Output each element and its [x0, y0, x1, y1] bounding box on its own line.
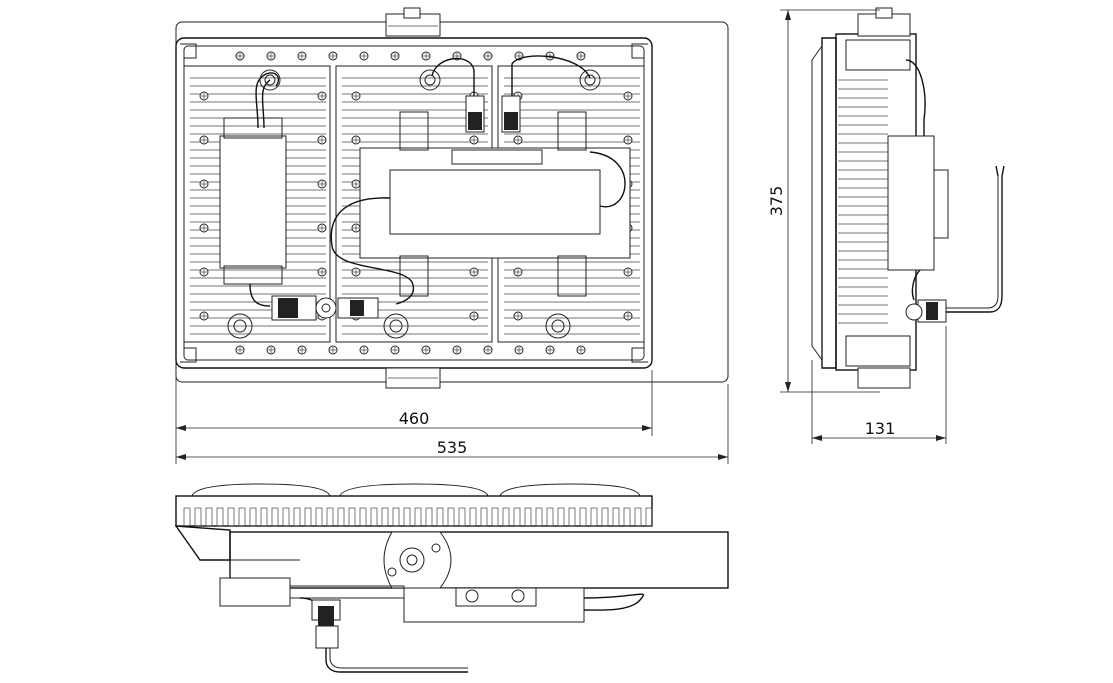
screw-array [199, 51, 633, 355]
driver-box-left [219, 135, 287, 269]
bottom-fin-strip [175, 495, 653, 527]
cable-left-top [255, 72, 280, 129]
side-fins [838, 79, 888, 324]
connector-mid [315, 297, 337, 319]
driver-box-center [389, 169, 601, 235]
cable-right-top [511, 55, 591, 96]
bottom-cable-out [325, 648, 468, 673]
cable-center-top [431, 57, 475, 96]
lens-dome-right [499, 483, 641, 497]
side-cable-top [905, 59, 926, 136]
bottom-driver-left [219, 577, 291, 607]
bottom-cable-right [583, 593, 645, 611]
dim-label-375: 375 [767, 186, 786, 217]
lens-dome-center [339, 483, 489, 497]
lens-face [821, 37, 837, 369]
bottom-driver-center [403, 587, 585, 623]
front-view [175, 7, 729, 389]
side-cable-out [946, 176, 1003, 313]
cable-right-loop [589, 151, 626, 208]
bracket-bar [229, 531, 729, 589]
side-bottom-tab [857, 367, 911, 389]
cable-left-bottom [249, 283, 271, 307]
dim-label-131: 131 [865, 419, 896, 438]
bottom-view [174, 483, 729, 673]
cable-center-loop [330, 197, 415, 305]
side-view [811, 7, 1005, 389]
front-dimensions: 460 535 [175, 370, 729, 464]
side-dimensions: 375 131 [767, 9, 947, 444]
dim-label-535: 535 [437, 438, 468, 457]
module-left [183, 65, 331, 343]
bottom-fins [183, 507, 653, 527]
lens-dome-left [191, 483, 331, 497]
side-driver-box [887, 135, 935, 271]
dim-label-460: 460 [399, 409, 430, 428]
bracket-left-arm [174, 525, 231, 561]
